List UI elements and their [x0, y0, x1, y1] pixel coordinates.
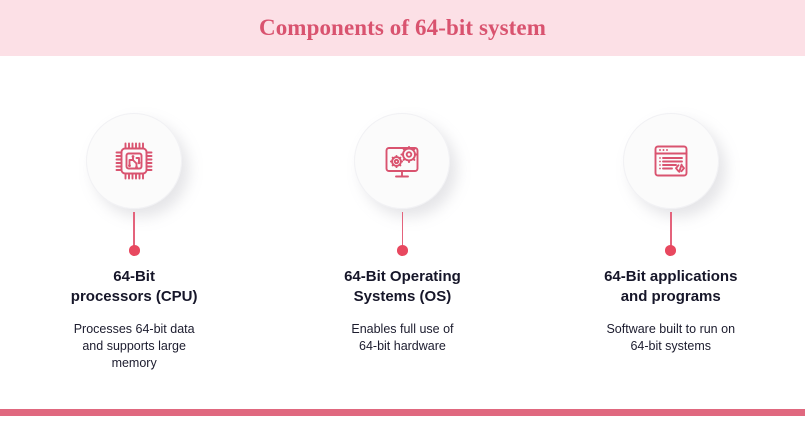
component-title-line: 64-Bit applications: [604, 268, 738, 285]
component-card-applications: 64-Bit applications and programs Softwar…: [537, 56, 805, 373]
component-title-line: processors (CPU): [70, 287, 198, 305]
icon-badge-applications: [622, 113, 719, 209]
component-title-cpu: 64-Bit processors (CPU): [71, 267, 198, 307]
component-card-cpu: 64-Bit processors (CPU) Processes 64-bit…: [0, 56, 268, 373]
code-window-icon: [647, 137, 695, 185]
page-title: Components of 64-bit system: [259, 15, 546, 40]
component-card-os: 64-Bit Operating Systems (OS) Enables fu…: [268, 56, 536, 373]
connector-line: [133, 212, 135, 247]
monitor-gears-icon: [378, 137, 426, 185]
connector-dot: [396, 245, 408, 256]
component-desc-line: 64-bit systems: [630, 339, 712, 354]
icon-badge-cpu: [86, 113, 183, 209]
connector-line: [669, 212, 672, 247]
component-desc-line: Processes 64-bit data: [73, 321, 195, 336]
component-desc-line: 64-bit hardware: [359, 339, 446, 354]
infographic-board: 64-Bit processors (CPU) Processes 64-bit…: [0, 56, 805, 416]
component-desc-line: Software built to run on: [606, 321, 736, 336]
component-description-cpu: Processes 64-bit data and supports large…: [74, 321, 195, 373]
component-title-line: 64-Bit Operating: [344, 268, 461, 285]
connector-applications: [665, 212, 677, 256]
connector-os: [396, 212, 408, 256]
icon-badge-os: [354, 113, 451, 209]
component-description-os: Enables full use of 64-bit hardware: [351, 321, 453, 356]
component-desc-line: and supports large: [82, 339, 186, 354]
component-title-line: Systems (OS): [353, 287, 452, 305]
badge-wrapper-applications: [622, 113, 719, 209]
connector-dot: [128, 245, 140, 256]
component-desc-line: Enables full use of: [351, 321, 454, 336]
bottom-accent-bar: [0, 409, 805, 416]
connector-dot: [665, 245, 677, 256]
components-row: 64-Bit processors (CPU) Processes 64-bit…: [0, 56, 805, 373]
badge-wrapper-os: [354, 113, 451, 209]
cpu-chip-icon: [110, 137, 158, 185]
header-band: Components of 64-bit system: [0, 0, 805, 56]
component-title-line: and programs: [620, 287, 721, 305]
component-description-applications: Software built to run on 64-bit systems: [606, 321, 735, 356]
component-desc-line: memory: [111, 356, 157, 371]
component-title-os: 64-Bit Operating Systems (OS): [344, 267, 461, 307]
connector-cpu: [128, 212, 140, 256]
badge-wrapper-cpu: [86, 113, 183, 209]
component-title-applications: 64-Bit applications and programs: [604, 267, 737, 307]
connector-line: [401, 212, 404, 247]
component-title-line: 64-Bit: [113, 268, 155, 285]
